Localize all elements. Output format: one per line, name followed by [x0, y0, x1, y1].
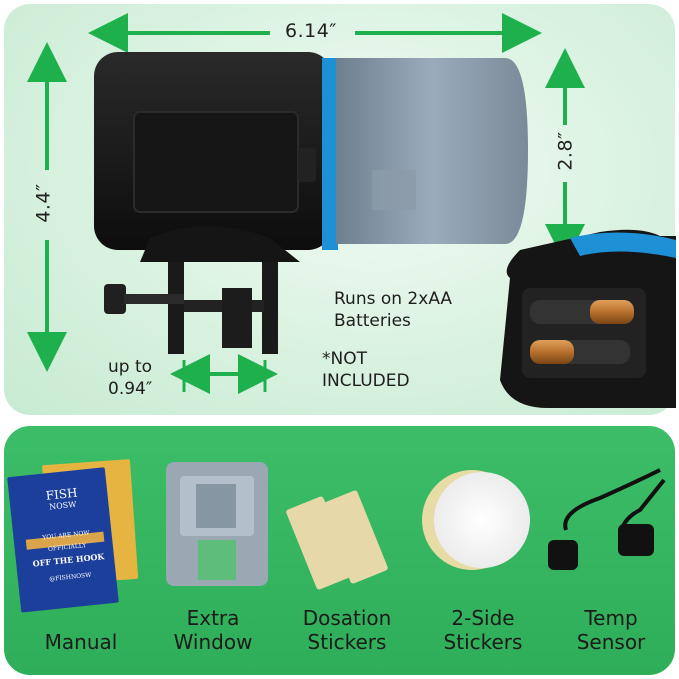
two-side-stickers-illustration	[422, 470, 530, 570]
extra-window-illustration	[166, 462, 268, 586]
label-manual: Manual	[44, 630, 118, 654]
manual-cover-text: FISH NOSW Instructions Operating YOU ARE…	[23, 485, 106, 583]
temp-sensor-illustration	[548, 468, 666, 570]
dosation-stickers-illustration	[286, 490, 388, 590]
width-label: 6.14″	[285, 20, 337, 42]
height-label: 4.4″	[32, 183, 55, 223]
label-temp-sensor: Temp Sensor	[576, 606, 646, 654]
battery-note: Runs on 2xAA Batteries	[334, 289, 453, 331]
not-included-note: *NOT INCLUDED	[322, 349, 410, 391]
manual-illustration	[7, 459, 139, 613]
battery-compartment	[500, 229, 676, 408]
clamp-range-label: up to 0.94″	[108, 357, 153, 399]
label-two-side-stickers: 2-Side Stickers	[443, 606, 523, 654]
label-dosation-stickers: Dosation Stickers	[302, 606, 392, 654]
depth-label: 2.8″	[554, 131, 577, 171]
label-extra-window: Extra Window	[173, 606, 253, 654]
feeder-device	[94, 52, 528, 354]
